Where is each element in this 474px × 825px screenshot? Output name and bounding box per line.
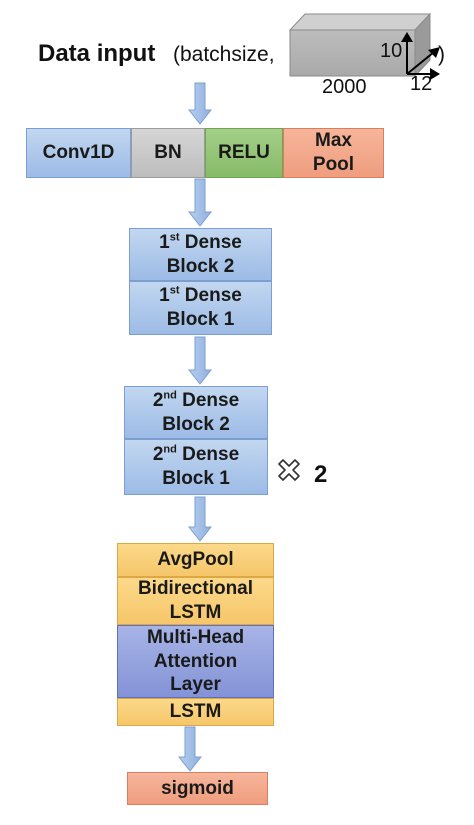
dim-width-label: 2000 (322, 76, 367, 98)
dense1-block1-suffix: st (169, 284, 180, 297)
dense2-block1-label: Block 1 (162, 468, 230, 489)
data-input-title: Data input (38, 40, 156, 67)
lstm-layer: LSTM (117, 698, 274, 726)
mha-line2: Attention (153, 650, 238, 672)
dense2-block2-suffix: nd (163, 389, 177, 402)
repeat-multiply-icon (278, 459, 300, 481)
avgpool-layer: AvgPool (117, 543, 274, 577)
dense1-block1-label: Block 1 (166, 309, 235, 330)
dense2-block2-word: Dense (182, 389, 240, 411)
dense2-block1-word: Dense (182, 444, 240, 466)
dense2-block2-ordinal: 2 (152, 389, 164, 411)
maxpool-layer: Max Pool (283, 128, 384, 178)
relu-layer: RELU (205, 128, 283, 178)
dense2-block1-suffix: nd (163, 443, 177, 456)
data-input-shape-prefix: (batchsize, (173, 43, 275, 66)
bilstm-line1: Bidirectional (137, 578, 254, 600)
maxpool-line1: Max (315, 130, 352, 152)
arrow-dense2-to-stack (187, 496, 213, 542)
mha-line3: Layer (170, 674, 221, 696)
dim-channels-label: 12 (410, 73, 433, 95)
dense1-block2-ordinal: 1 (159, 231, 170, 253)
arrow-stack-to-sigmoid (177, 726, 203, 772)
arrow-input-to-conv (187, 82, 213, 125)
arrow-conv-to-dense1 (187, 178, 213, 227)
dim-arrow-diag (406, 51, 435, 75)
multihead-attention-layer: Multi-Head Attention Layer (117, 625, 274, 698)
arrow-dense1-to-dense2 (187, 336, 213, 385)
repeat-count: 2 (314, 461, 328, 488)
dense2-block2-label: Block 2 (162, 413, 230, 435)
dense1-block2-suffix: st (169, 231, 180, 244)
dense1-block1-word: Dense (184, 285, 242, 307)
dense1-block1: 1st Dense Block 1 (129, 281, 272, 335)
maxpool-line2: Pool (312, 154, 355, 175)
dense1-block1-ordinal: 1 (159, 285, 170, 307)
mha-line1: Multi-Head (146, 626, 245, 648)
bilstm-line2: LSTM (169, 602, 222, 623)
dense2-block2: 2nd Dense Block 2 (124, 386, 268, 439)
conv1d-layer: Conv1D (26, 128, 131, 178)
sigmoid-layer: sigmoid (127, 772, 268, 805)
dense1-block2-word: Dense (184, 231, 242, 253)
dense2-block1: 2nd Dense Block 1 (124, 439, 268, 495)
bn-layer: BN (131, 128, 205, 178)
dense2-block1-ordinal: 2 (152, 444, 164, 466)
bilstm-layer: Bidirectional LSTM (117, 577, 274, 625)
data-input-shape-suffix: ) (438, 43, 445, 66)
dense1-block2-label: Block 2 (166, 255, 235, 277)
dim-depth-label: 10 (380, 40, 403, 62)
dense1-block2: 1st Dense Block 2 (129, 228, 272, 281)
